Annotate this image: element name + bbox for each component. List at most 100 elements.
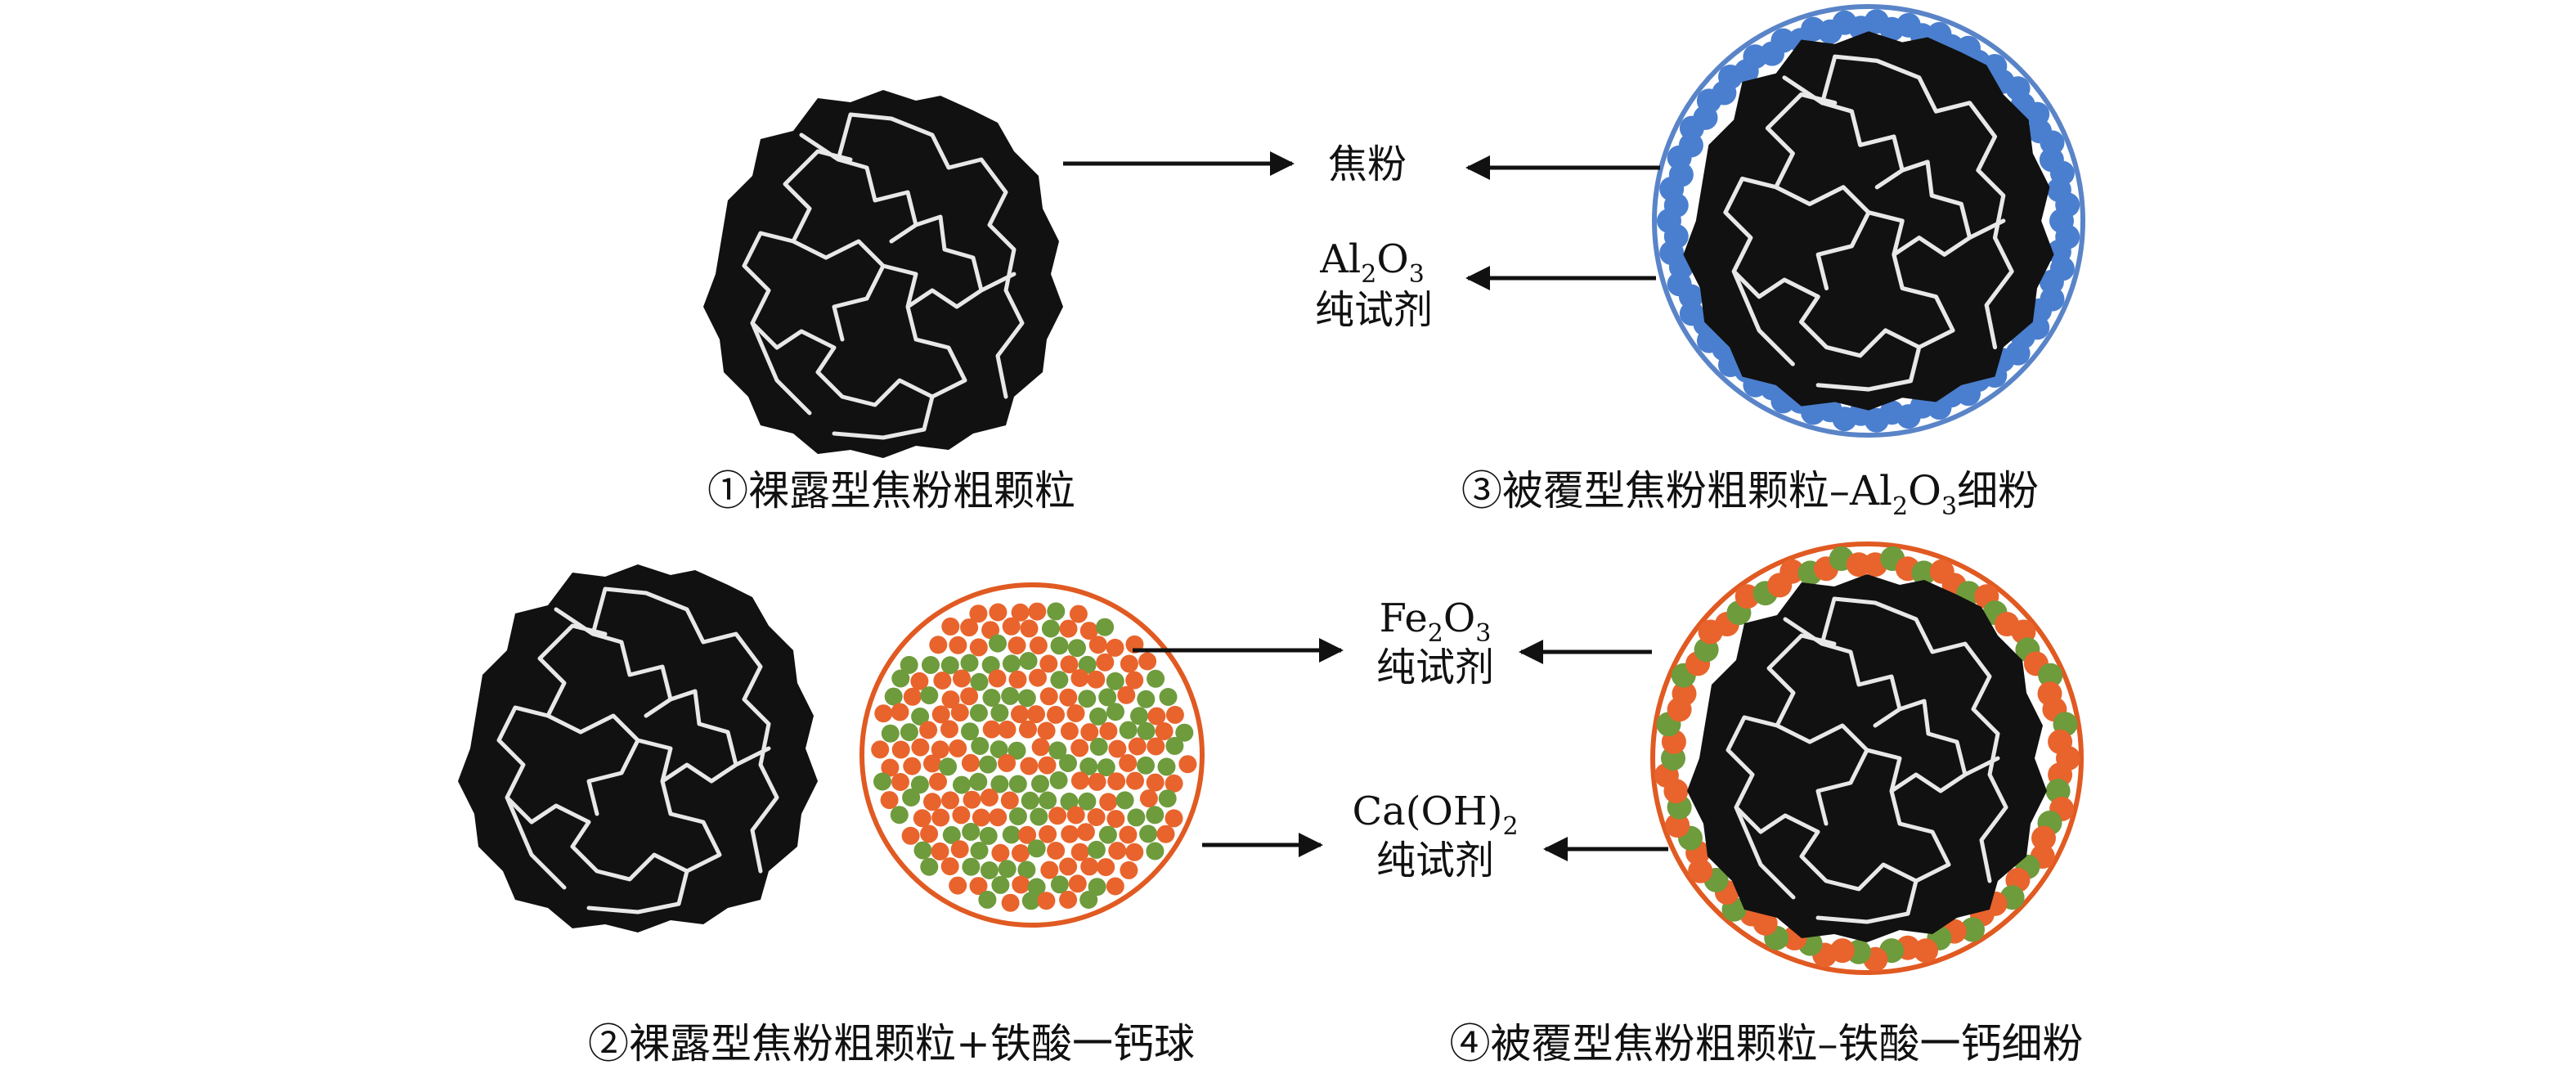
fe2o3-particle	[933, 672, 952, 690]
calcium-ferrite-coated-particle-icon	[1650, 541, 2084, 975]
fe2o3-particle	[1059, 688, 1078, 707]
fe2o3-particle	[1665, 813, 1690, 838]
fe2o3-particle	[1120, 654, 1138, 673]
fe2o3-particle	[1106, 877, 1124, 896]
fe2o3-particle	[919, 721, 938, 739]
caoh2-particle	[1098, 825, 1117, 844]
caoh2-particle	[1060, 793, 1079, 811]
fe2o3-particle	[1019, 720, 1037, 739]
fe2o3-particle	[941, 617, 960, 636]
fe2o3-particle	[1106, 638, 1124, 657]
fe2o3-particle	[1107, 772, 1126, 791]
fe2o3-particle	[1087, 808, 1106, 826]
fe2o3-particle	[1070, 771, 1089, 790]
fe2o3-reagent-label: 纯试剂	[1376, 645, 1494, 690]
fe2o3-particle	[1119, 825, 1138, 844]
fe2o3-particle	[1018, 825, 1037, 844]
caoh2-particle	[1078, 655, 1097, 674]
fe2o3-particle	[953, 669, 971, 688]
caoh2-particle	[1159, 688, 1178, 706]
caoh2-particle	[1027, 839, 1046, 858]
fe2o3-particle	[891, 703, 909, 721]
fe2o3-particle	[903, 687, 922, 706]
fe2o3-particle	[1066, 704, 1085, 722]
fe2o3-particle	[1106, 810, 1125, 829]
caoh2-particle	[1127, 808, 1146, 827]
fe2o3-particle	[931, 740, 949, 759]
fe2o3-particle	[2031, 825, 2056, 851]
fe2o3-particle	[1061, 825, 1079, 843]
caption-4: ④被覆型焦粉粗颗粒–铁酸一钙细粉	[1450, 1020, 2084, 1067]
fe2o3-particle	[1060, 721, 1079, 740]
caoh2-particle	[962, 822, 981, 841]
fe2o3-particle	[1076, 823, 1095, 842]
fe2o3-particle	[891, 740, 910, 759]
caoh2-particle	[989, 634, 1007, 653]
caoh2-particle	[1002, 825, 1021, 844]
caoh2-particle	[962, 857, 981, 876]
caoh2-particle	[978, 890, 997, 909]
fe2o3-particle	[1155, 722, 1174, 740]
fe2o3-particle	[1178, 755, 1197, 774]
caoh2-particle	[990, 703, 1009, 722]
fe2o3-particle	[1108, 842, 1127, 861]
caoh2-particle	[1027, 878, 1046, 896]
caoh2-particle	[902, 789, 921, 807]
fe2o3-particle	[1039, 654, 1058, 673]
fe2o3-particle	[1779, 559, 1805, 584]
fe2o3-particle	[963, 790, 981, 809]
fe2o3-particle	[1031, 738, 1050, 757]
fe2o3-particle	[1069, 604, 1088, 623]
caoh2-particle	[1137, 721, 1156, 740]
caoh2-particle	[1050, 671, 1069, 690]
caoh2-particle	[1106, 672, 1124, 690]
caoh2-particle	[960, 654, 979, 672]
fe2o3-particle	[1008, 636, 1026, 655]
fe2o3-particle	[1079, 622, 1098, 640]
caoh2-particle	[1039, 791, 1057, 810]
fe2o3-particle	[2048, 729, 2073, 754]
caoh2-particle	[1068, 639, 1086, 658]
fe2o3-particle	[913, 809, 931, 828]
fe2o3-particle	[989, 603, 1008, 622]
fe2o3-particle	[980, 789, 999, 807]
fe2o3-particle	[969, 638, 988, 657]
fe2o3-particle	[1097, 858, 1115, 877]
caoh2-particle	[990, 740, 1008, 759]
caoh2-particle	[1050, 636, 1069, 655]
caoh2-particle	[911, 708, 930, 726]
fe2o3-particle	[1126, 771, 1144, 790]
fe2o3-particle	[880, 791, 899, 810]
fe2o3-particle	[1080, 723, 1099, 742]
caoh2-particle	[1960, 917, 1985, 942]
caoh2-particle	[1175, 723, 1194, 742]
fe2o3-particle	[941, 791, 959, 810]
caoh2-particle	[1088, 878, 1106, 896]
fe2o3-particle	[903, 757, 922, 775]
fe2o3-particle	[940, 857, 959, 876]
fe2o3-particle	[1066, 806, 1085, 825]
fe2o3-particle	[1028, 602, 1047, 621]
caoh2-particle	[920, 686, 939, 705]
fe2o3-particle	[969, 604, 988, 623]
caoh2-particle	[980, 861, 999, 879]
caoh2-particle	[1106, 703, 1124, 721]
fe2o3-particle	[891, 773, 909, 791]
caoh2-particle	[1079, 891, 1098, 909]
fe2o3-particle	[1037, 892, 1056, 910]
fe2o3-particle	[950, 703, 969, 722]
caoh2-particle	[990, 775, 1009, 793]
caoh2-particle	[890, 806, 909, 825]
caoh2-particle	[953, 775, 971, 794]
caoh2-particle	[1008, 807, 1027, 825]
caoh2-particle	[1089, 707, 1107, 726]
caoh2-particle	[1115, 791, 1134, 810]
fe2o3-particle	[1119, 753, 1138, 772]
fe2o3-particle	[998, 720, 1016, 739]
fe2o3-particle	[1029, 668, 1047, 687]
al2o3-label: Al2O3	[1319, 236, 1425, 289]
caption-3: ③被覆型焦粉粗颗粒–Al2O3细粉	[1461, 467, 2039, 521]
fe2o3-particle	[874, 704, 893, 723]
al2o3-reagent-label: 纯试剂	[1315, 287, 1433, 333]
caoh2-particle	[1001, 686, 1020, 705]
